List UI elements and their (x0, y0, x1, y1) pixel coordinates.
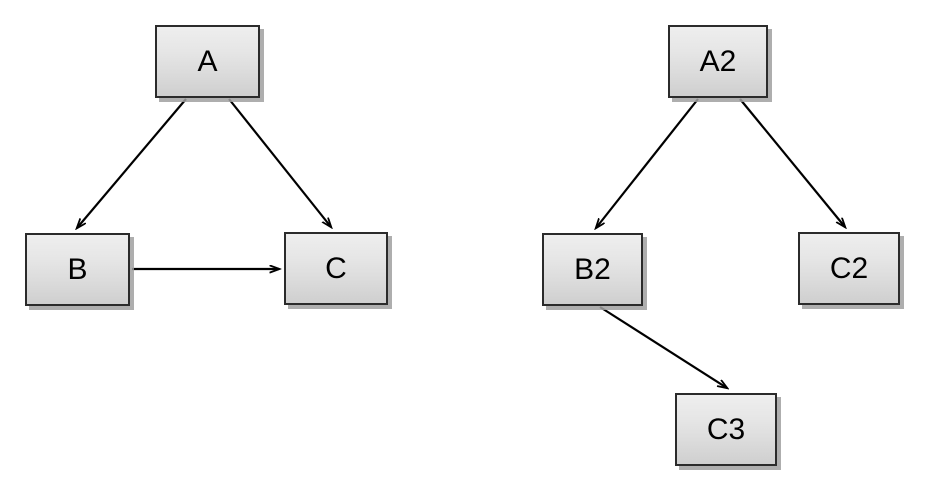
node-B2[interactable]: B2 (542, 233, 643, 306)
node-B-label: B (67, 252, 88, 286)
edge-A2-to-C2 (739, 98, 845, 227)
node-C2[interactable]: C2 (798, 232, 900, 305)
node-C-label: C (325, 251, 347, 285)
edge-A2-to-B2 (596, 98, 699, 228)
node-A-label: A (197, 44, 218, 78)
node-A2[interactable]: A2 (668, 25, 768, 98)
node-B2-label: B2 (574, 252, 611, 286)
node-A2-label: A2 (699, 44, 737, 78)
edge-A-to-B (77, 98, 187, 228)
edge-A-to-C (228, 98, 331, 227)
node-C3-label: C3 (706, 412, 746, 446)
edge-B2-to-C3 (599, 306, 727, 388)
node-C[interactable]: C (284, 232, 388, 305)
node-C2-label: C2 (829, 251, 869, 285)
node-C3[interactable]: C3 (675, 393, 777, 466)
node-A[interactable]: A (155, 25, 260, 98)
node-B[interactable]: B (25, 233, 130, 306)
